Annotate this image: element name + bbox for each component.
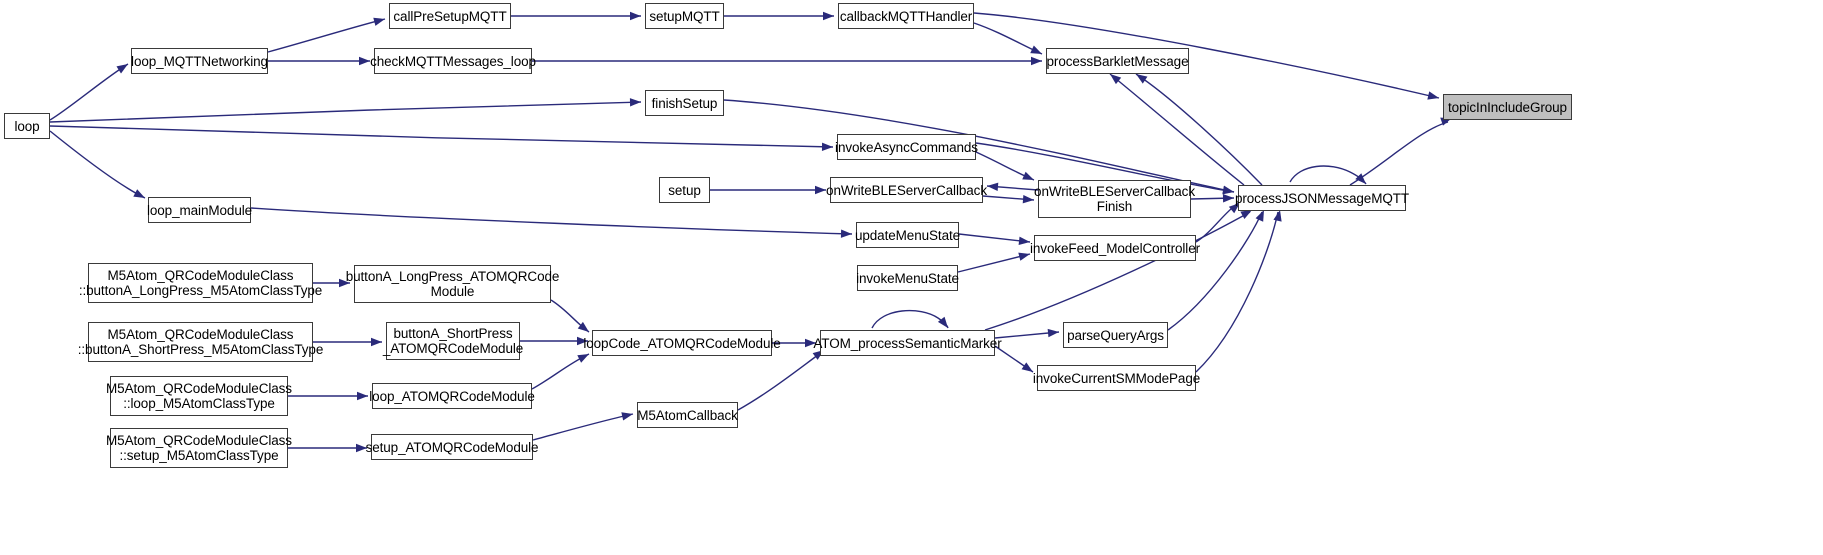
graph-node-parseQueryArgs[interactable]: parseQueryArgs xyxy=(1063,322,1168,348)
call-edge xyxy=(1135,73,1263,186)
arrowhead-icon xyxy=(577,354,589,363)
graph-node-onWriteBLEServerCallbackFinish[interactable]: onWriteBLEServerCallback Finish xyxy=(1034,180,1195,218)
call-edge xyxy=(49,130,146,199)
graph-node-processJSONMessageMQTT[interactable]: processJSONMessageMQTT xyxy=(1235,185,1409,211)
call-edge xyxy=(737,351,823,411)
call-edge xyxy=(986,185,1039,191)
arrowhead-icon xyxy=(357,391,368,401)
arrowhead-icon xyxy=(823,11,834,21)
call-edge xyxy=(1195,202,1239,243)
graph-node-processBarkletMessage[interactable]: processBarkletMessage xyxy=(1046,48,1189,74)
graph-node-loop_mainModule[interactable]: loop_mainModule xyxy=(147,197,252,223)
arrowhead-icon xyxy=(1018,236,1030,245)
arrowhead-icon xyxy=(1030,45,1042,54)
call-edge xyxy=(973,12,1440,99)
graph-node-ATOM_processSemanticMarker[interactable]: ATOM_processSemanticMarker xyxy=(813,330,1002,356)
arrowhead-icon xyxy=(371,337,382,347)
call-edge xyxy=(984,211,1251,331)
call-edge xyxy=(994,331,1060,339)
call-edge xyxy=(871,309,949,329)
graph-node-topicInIncludeGroup[interactable]: topicInIncludeGroup xyxy=(1443,94,1572,120)
graph-node-onWriteBLEServerCallback[interactable]: onWriteBLEServerCallback xyxy=(826,177,987,203)
graph-node-finishSetup[interactable]: finishSetup xyxy=(645,90,724,116)
call-edge xyxy=(958,233,1031,243)
arrowhead-icon xyxy=(1031,56,1042,66)
call-edge xyxy=(982,195,1035,201)
graph-node-cls_loop[interactable]: M5Atom_QRCodeModuleClass ::loop_M5AtomCl… xyxy=(106,376,292,416)
arrowhead-icon xyxy=(577,321,589,332)
arrowhead-icon xyxy=(821,142,833,152)
graph-node-M5AtomCallback[interactable]: M5AtomCallback xyxy=(637,402,738,428)
graph-node-callPreSetupMQTT[interactable]: callPreSetupMQTT xyxy=(389,3,511,29)
graph-node-cls_setup[interactable]: M5Atom_QRCodeModuleClass ::setup_M5AtomC… xyxy=(106,428,292,468)
call-edge xyxy=(1195,211,1279,373)
arrowhead-icon xyxy=(133,189,145,198)
call-edge xyxy=(49,125,834,148)
graph-node-setupMQTT[interactable]: setupMQTT xyxy=(645,3,724,29)
graph-node-buttonA_ShortPress_ATOMQRCodeModule[interactable]: buttonA_ShortPress _ATOMQRCodeModule xyxy=(383,322,523,360)
call-edge xyxy=(250,207,853,235)
graph-node-invokeAsyncCommands[interactable]: invokeAsyncCommands xyxy=(835,134,978,160)
graph-node-cls_buttonA_LongPress[interactable]: M5Atom_QRCodeModuleClass ::buttonA_LongP… xyxy=(79,263,322,303)
graph-node-loop_ATOMQRCodeModule[interactable]: loop_ATOMQRCodeModule xyxy=(369,383,535,409)
arrowhead-icon xyxy=(373,17,385,26)
arrowhead-icon xyxy=(359,56,370,66)
call-edge xyxy=(1167,211,1263,331)
graph-node-callbackMQTTHandler[interactable]: callbackMQTTHandler xyxy=(838,3,974,29)
call-edge xyxy=(1109,73,1245,186)
graph-node-buttonA_LongPress_ATOMQRCodeModule[interactable]: buttonA_LongPress_ATOMQRCode Module xyxy=(346,265,559,303)
arrowhead-icon xyxy=(1427,91,1439,100)
arrowhead-icon xyxy=(116,64,128,74)
call-edge xyxy=(957,253,1031,273)
arrowhead-icon xyxy=(1022,194,1034,204)
arrowhead-icon xyxy=(1222,185,1234,194)
call-edge xyxy=(1190,197,1235,200)
arrowhead-icon xyxy=(937,316,948,328)
arrowhead-icon xyxy=(630,11,641,21)
arrowhead-icon xyxy=(1047,328,1059,338)
call-edge xyxy=(49,63,129,121)
graph-node-cls_buttonA_ShortPress[interactable]: M5Atom_QRCodeModuleClass ::buttonA_Short… xyxy=(78,322,323,362)
call-edge xyxy=(550,299,590,333)
graph-node-updateMenuState[interactable]: updateMenuState xyxy=(855,222,960,248)
call-edge xyxy=(531,353,590,390)
arrowhead-icon xyxy=(1222,194,1234,203)
call-edge xyxy=(1289,165,1367,185)
arrowhead-icon xyxy=(815,185,826,195)
graph-node-invokeFeed_ModelController[interactable]: invokeFeed_ModelController xyxy=(1030,235,1200,261)
call-edge xyxy=(267,18,386,53)
graph-node-checkMQTTMessages_loop[interactable]: checkMQTTMessages_loop xyxy=(370,48,536,74)
graph-node-loop_MQTTNetworking[interactable]: loop_MQTTNetworking xyxy=(131,48,268,74)
call-edge xyxy=(1349,121,1449,186)
arrowhead-icon xyxy=(987,182,999,192)
graph-node-loopCode_ATOMQRCodeModule[interactable]: loopCode_ATOMQRCodeModule xyxy=(583,330,781,356)
arrowhead-icon xyxy=(629,98,641,107)
arrowhead-icon xyxy=(621,412,633,421)
call-edge xyxy=(532,413,634,441)
graph-node-setup_ATOMQRCodeModule[interactable]: setup_ATOMQRCodeModule xyxy=(366,434,539,460)
graph-node-loop[interactable]: loop xyxy=(4,113,50,139)
graph-node-invokeCurrentSMModePage[interactable]: invokeCurrentSMModePage xyxy=(1033,365,1200,391)
arrowhead-icon xyxy=(1222,186,1234,195)
call-edge xyxy=(973,22,1043,55)
arrowhead-icon xyxy=(840,229,852,238)
call-edge xyxy=(975,151,1035,181)
call-edge xyxy=(49,101,642,123)
graph-node-invokeMenuState[interactable]: invokeMenuState xyxy=(856,265,959,291)
graph-node-setup[interactable]: setup xyxy=(659,177,710,203)
arrowhead-icon xyxy=(1022,171,1034,180)
